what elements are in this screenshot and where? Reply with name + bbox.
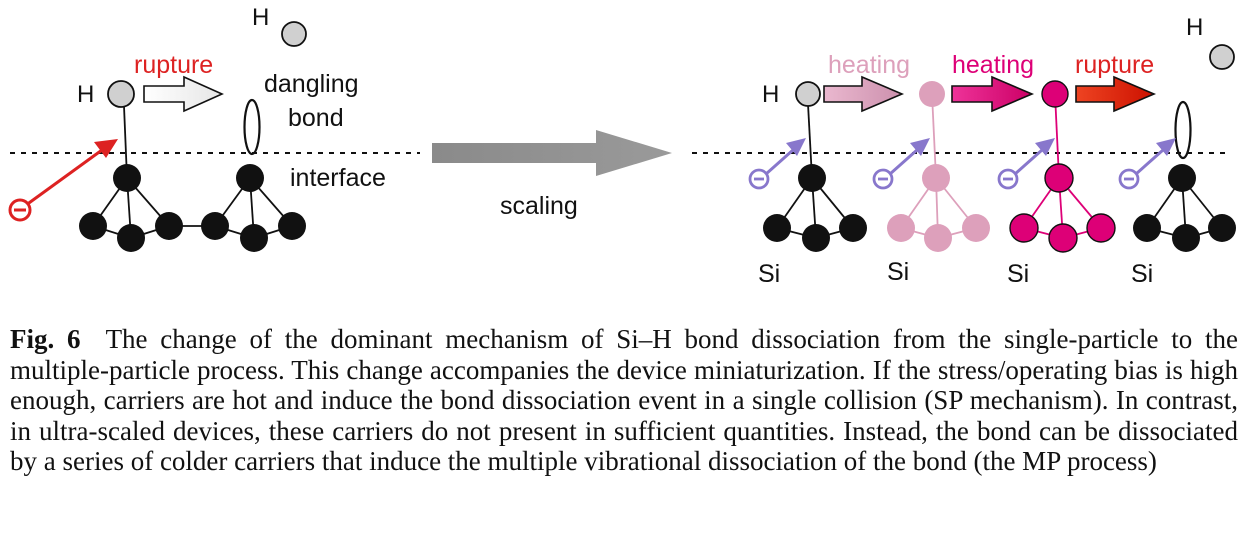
si-label: Si bbox=[758, 260, 780, 288]
si-atom bbox=[763, 214, 791, 242]
h-atom-hot bbox=[1041, 80, 1069, 108]
si-atom-hot bbox=[1009, 213, 1039, 243]
heating-label-2: heating bbox=[952, 51, 1034, 79]
h-label: H bbox=[762, 81, 779, 108]
right-panel: H Si Si Si bbox=[748, 14, 1236, 288]
cold-carrier bbox=[997, 138, 1055, 190]
h-atom bbox=[795, 81, 821, 107]
rupture-label: rupture bbox=[1075, 51, 1154, 79]
figure-label: Fig. 6 bbox=[10, 324, 81, 354]
scaling-arrow: scaling bbox=[432, 130, 672, 220]
si-label: Si bbox=[887, 258, 909, 286]
si-atom bbox=[278, 212, 306, 240]
heating-arrow-1 bbox=[823, 75, 905, 113]
si-atom-warm bbox=[922, 164, 950, 192]
si-atom bbox=[155, 212, 183, 240]
si-atom bbox=[1133, 214, 1161, 242]
si-atom bbox=[79, 212, 107, 240]
figure-caption: Fig. 6 The change of the dominant mechan… bbox=[10, 324, 1238, 477]
heating-label-1: heating bbox=[828, 51, 910, 79]
rupture-arrow-hollow bbox=[143, 75, 224, 113]
si-label: Si bbox=[1131, 260, 1153, 288]
h-atom-warm bbox=[919, 81, 945, 107]
cold-carrier bbox=[1118, 138, 1176, 190]
si-atom bbox=[236, 164, 264, 192]
dangling-bond-orbital bbox=[243, 98, 261, 156]
si-atom bbox=[1168, 164, 1196, 192]
si-atom bbox=[201, 212, 229, 240]
si-atom-hot bbox=[1048, 223, 1078, 253]
si-atom-warm bbox=[924, 224, 952, 252]
si-atom bbox=[117, 224, 145, 252]
si-atom-hot bbox=[1044, 163, 1074, 193]
si-atom bbox=[1172, 224, 1200, 252]
mechanism-figure: H H rupture dangling bond interface scal… bbox=[8, 4, 1236, 288]
cold-carrier bbox=[872, 138, 930, 190]
si-atom bbox=[113, 164, 141, 192]
cold-carrier bbox=[748, 138, 806, 190]
left-panel: H H rupture dangling bond interface bbox=[8, 4, 386, 252]
dangling-bond-orbital bbox=[1174, 100, 1192, 160]
si-atom bbox=[240, 224, 268, 252]
rupture-arrow bbox=[1075, 75, 1157, 113]
si-atom bbox=[839, 214, 867, 242]
scaling-label: scaling bbox=[500, 192, 578, 220]
heating-arrow-2 bbox=[951, 75, 1035, 113]
h-atom-free bbox=[281, 21, 307, 47]
bond-label: bond bbox=[288, 104, 344, 132]
h-atom-free bbox=[1209, 44, 1235, 70]
dangling-label: dangling bbox=[264, 70, 359, 98]
si-label: Si bbox=[1007, 260, 1029, 288]
si-atom-warm bbox=[962, 214, 990, 242]
h-label: H bbox=[77, 81, 94, 108]
caption-text: The change of the dominant mechanism of … bbox=[10, 324, 1238, 476]
si-atom-hot bbox=[1086, 213, 1116, 243]
si-atom bbox=[798, 164, 826, 192]
si-atom-warm bbox=[887, 214, 915, 242]
h-label-free: H bbox=[1186, 14, 1203, 41]
interface-label: interface bbox=[290, 164, 386, 192]
hot-carrier-arrowhead bbox=[94, 139, 118, 158]
rupture-label: rupture bbox=[134, 51, 213, 79]
si-atom bbox=[1208, 214, 1236, 242]
si-atom bbox=[802, 224, 830, 252]
hot-carrier-track bbox=[21, 148, 103, 210]
h-label-free: H bbox=[252, 4, 269, 31]
h-atom bbox=[107, 80, 135, 108]
